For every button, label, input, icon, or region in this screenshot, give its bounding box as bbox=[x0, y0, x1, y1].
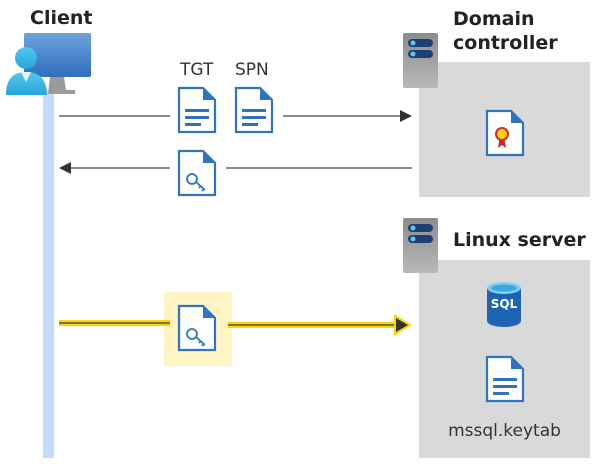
keytab-label: mssql.keytab bbox=[448, 421, 561, 441]
client-lifeline bbox=[43, 90, 54, 458]
linux-server-title: Linux server bbox=[453, 229, 586, 251]
client-title: Client bbox=[30, 7, 93, 29]
sql-database-icon bbox=[487, 282, 521, 327]
domain-controller-title-line2: controller bbox=[453, 32, 558, 54]
spn-label: SPN bbox=[235, 60, 269, 80]
domain-controller-title-line1: Domain bbox=[453, 8, 535, 30]
spn-document-icon bbox=[234, 86, 274, 134]
client-computer-icon bbox=[24, 33, 91, 94]
tgt-label: TGT bbox=[180, 60, 214, 80]
sql-label: SQL bbox=[490, 297, 518, 311]
keytab-file-icon bbox=[485, 355, 525, 403]
request-arrow bbox=[59, 110, 412, 122]
user-icon bbox=[6, 47, 47, 95]
domain-controller-server-icon bbox=[403, 33, 438, 88]
certificate-icon bbox=[485, 109, 525, 157]
service-ticket-key-icon bbox=[177, 149, 217, 197]
presented-ticket-key-icon bbox=[177, 304, 217, 352]
response-arrow bbox=[59, 162, 412, 174]
linux-server-icon bbox=[403, 218, 438, 273]
tgt-document-icon bbox=[177, 86, 217, 134]
service-ticket-arrow bbox=[59, 314, 412, 336]
